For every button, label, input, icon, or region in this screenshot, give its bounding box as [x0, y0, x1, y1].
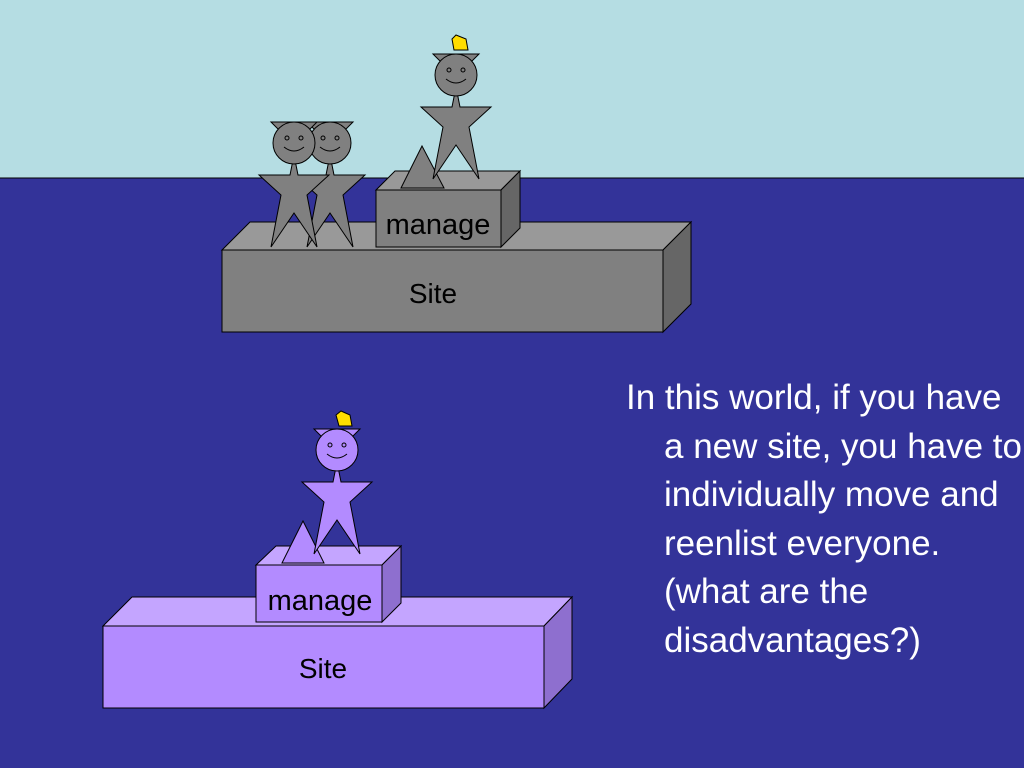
bottom-crown-icon	[335, 410, 353, 427]
sky-background	[0, 0, 1024, 178]
bottom-scene: Site manage	[101, 410, 574, 710]
top-crown-icon	[451, 34, 469, 51]
top-site-label: Site	[409, 278, 457, 309]
caption-text: In this world, if you have a new site, y…	[626, 378, 1022, 660]
bottom-manage-label: manage	[268, 585, 373, 617]
bottom-manage-block: manage	[254, 544, 403, 624]
top-manage-label: manage	[386, 209, 491, 241]
bottom-triangle-shape	[281, 519, 325, 564]
bottom-site-label: Site	[299, 653, 347, 684]
top-manage-block: manage	[374, 169, 522, 249]
top-site-block: Site	[220, 220, 693, 334]
top-scene: Site manage	[220, 34, 693, 334]
